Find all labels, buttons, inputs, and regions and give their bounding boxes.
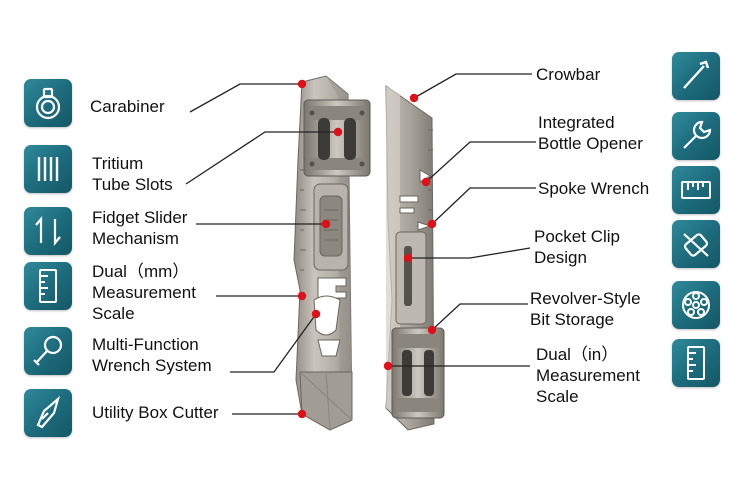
left-multitool xyxy=(293,75,371,431)
label-line: Integrated xyxy=(538,113,615,132)
label-bottle-opener: Integrated Bottle Opener xyxy=(538,112,643,154)
label-line: Wrench System xyxy=(92,356,212,375)
label-line: Spoke Wrench xyxy=(538,179,650,198)
tube-slots-icon xyxy=(24,145,72,193)
label-pocket-clip: Pocket Clip Design xyxy=(534,226,620,268)
revolver-icon xyxy=(672,281,720,329)
label-line: Multi-Function xyxy=(92,335,199,354)
label-utility-box-cutter: Utility Box Cutter xyxy=(92,402,219,423)
label-multi-function-wrench: Multi-Function Wrench System xyxy=(92,334,212,376)
ruler-icon xyxy=(24,262,72,310)
blade-icon xyxy=(24,389,72,437)
label-line: Carabiner xyxy=(90,97,165,116)
crowbar-icon xyxy=(672,52,720,100)
label-spoke-wrench: Spoke Wrench xyxy=(538,178,649,199)
label-fidget-slider: Fidget Slider Mechanism xyxy=(92,207,187,249)
label-tritium-tube-slots: Tritium Tube Slots xyxy=(92,153,173,195)
label-line: Utility Box Cutter xyxy=(92,403,219,422)
label-line: Measurement xyxy=(536,366,640,385)
label-dual-in-scale: Dual（in） Measurement Scale xyxy=(536,344,640,407)
wrench-ring-icon xyxy=(24,327,72,375)
label-line: Pocket Clip xyxy=(534,227,620,246)
label-line: Dual（mm） xyxy=(92,262,190,281)
label-dual-mm-scale: Dual（mm） Measurement Scale xyxy=(92,261,196,324)
slider-arrows-icon xyxy=(24,207,72,255)
clip-icon xyxy=(672,220,720,268)
label-line: Bit Storage xyxy=(530,310,615,329)
label-carabiner: Carabiner xyxy=(90,96,165,117)
label-line: Scale xyxy=(92,304,135,323)
spoke-ruler-icon xyxy=(672,166,720,214)
label-crowbar: Crowbar xyxy=(536,64,600,85)
right-multitool xyxy=(385,85,445,431)
right-leader-lines xyxy=(388,73,536,367)
label-line: Tritium xyxy=(92,154,144,173)
wrench-icon xyxy=(672,112,720,160)
left-leader-lines xyxy=(185,83,338,415)
label-line: Fidget Slider xyxy=(92,208,188,227)
label-line: Dual（in） xyxy=(536,345,619,364)
label-line: Mechanism xyxy=(92,229,179,248)
label-revolver-bit-storage: Revolver-Style Bit Storage xyxy=(530,288,641,330)
label-line: Bottle Opener xyxy=(538,134,643,153)
label-line: Revolver-Style xyxy=(530,289,641,308)
callout-dots xyxy=(297,79,437,419)
label-line: Tube Slots xyxy=(92,175,173,194)
ruler-icon xyxy=(672,339,720,387)
ring-icon xyxy=(24,79,72,127)
label-line: Crowbar xyxy=(536,65,601,84)
label-line: Design xyxy=(534,248,587,267)
label-line: Measurement xyxy=(92,283,196,302)
label-line: Scale xyxy=(536,387,579,406)
